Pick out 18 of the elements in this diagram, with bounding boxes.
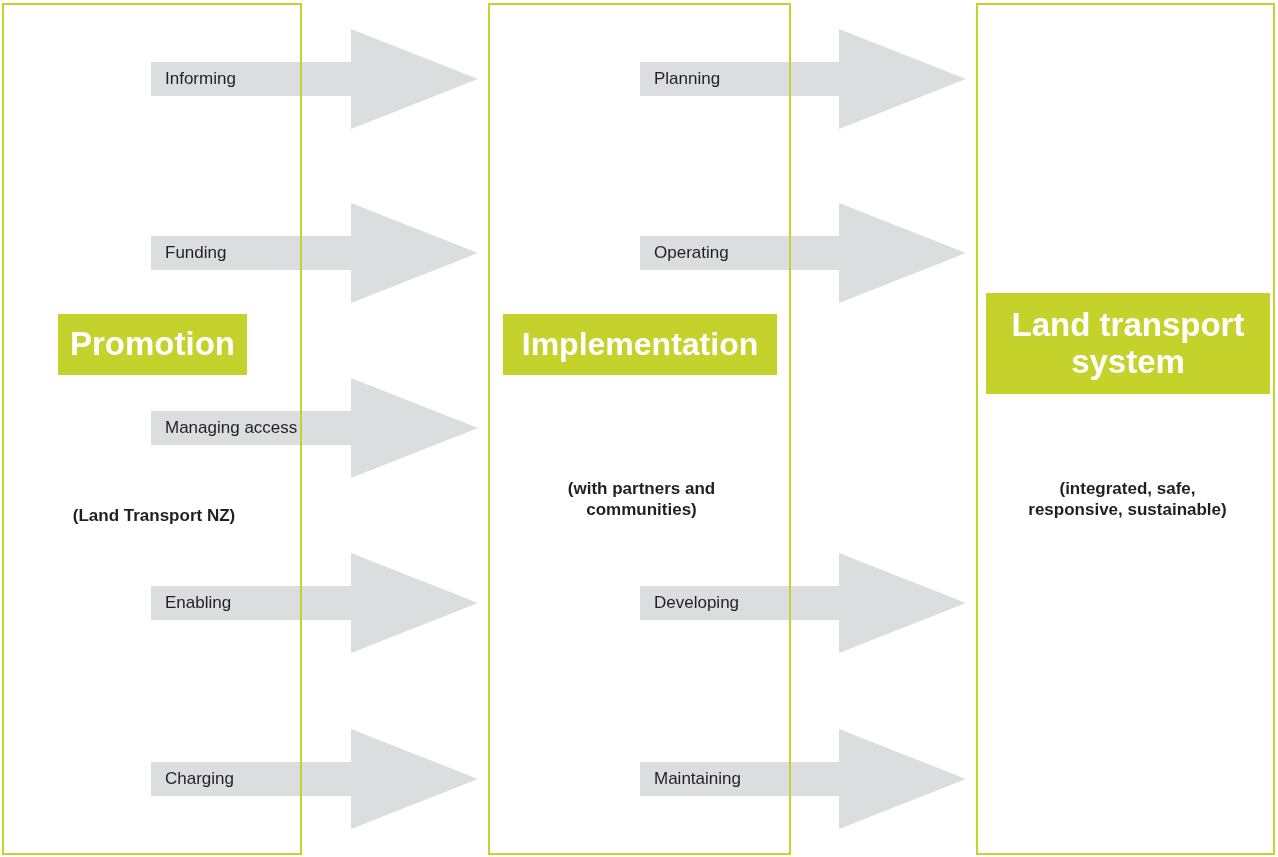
column-box (488, 3, 791, 855)
edge-label: Enabling (165, 593, 232, 613)
edge-label: Developing (654, 593, 740, 613)
column-box (2, 3, 302, 855)
edge-label: Maintaining (654, 769, 741, 789)
edge-label: Managing access (165, 418, 298, 438)
title-box: Implementation (503, 314, 777, 375)
subtitle-text: (Land Transport NZ) (71, 505, 237, 527)
edge-label: Operating (654, 243, 729, 263)
edge-label: Planning (654, 69, 721, 89)
title-box: Land transport system (986, 293, 1270, 394)
column-box (976, 3, 1275, 855)
edge-label: Informing (165, 69, 236, 89)
edge-label: Funding (165, 243, 227, 263)
edge-label: Charging (165, 769, 234, 789)
subtitle-text: (integrated, safe, responsive, sustainable) (1027, 478, 1228, 521)
subtitle-text: (with partners and communities) (566, 478, 717, 521)
title-box: Promotion (58, 314, 247, 375)
